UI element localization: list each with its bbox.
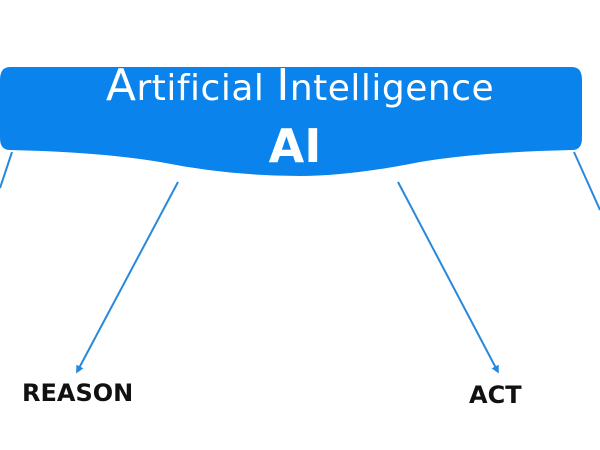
title-word-2-rest: ntelligence bbox=[289, 68, 495, 109]
arrow-to-act bbox=[397, 181, 499, 374]
node-reason-label: REASON bbox=[22, 379, 134, 407]
title-initial-a: A bbox=[105, 60, 137, 111]
arrow-to-right-offscreen bbox=[573, 151, 600, 211]
arrow-to-left-offscreen bbox=[0, 151, 13, 189]
title-banner bbox=[0, 67, 582, 176]
node-act-label: ACT bbox=[469, 381, 522, 409]
banner-title-line-1: Artificial Intelligence bbox=[0, 64, 600, 111]
title-word-1-rest: rtificial bbox=[136, 68, 277, 109]
banner-title-line-2: AI bbox=[268, 119, 322, 173]
title-initial-i: I bbox=[276, 60, 290, 111]
arrow-to-reason bbox=[76, 181, 179, 374]
